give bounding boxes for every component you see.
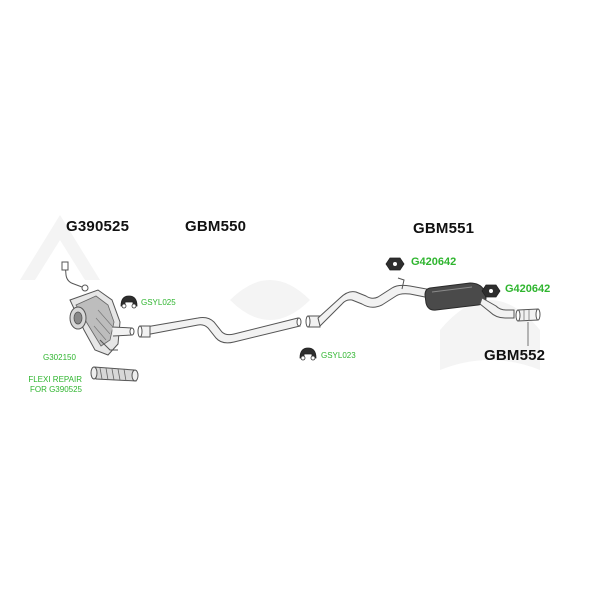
front-pipe-gbm550[interactable] [137, 317, 302, 344]
flexi-repair-line1: FLEXI REPAIR [28, 375, 82, 384]
part-label-gsyl023: GSYL023 [321, 351, 356, 360]
catalyst-assembly-g390525[interactable] [61, 261, 135, 356]
flexi-repair-line2: FOR G390525 [29, 385, 82, 394]
hex-rubber-icon[interactable] [385, 257, 405, 271]
part-label-g390525: G390525 [66, 218, 130, 235]
rubber-mount-icon[interactable] [120, 295, 138, 309]
part-label-g302150: G302150 [43, 353, 76, 362]
centre-silencer-gbm551[interactable] [305, 277, 515, 328]
watermark [20, 215, 540, 370]
hex-rubber-icon[interactable] [481, 284, 501, 298]
part-label-g420642-right: G420642 [505, 283, 551, 295]
part-label-g420642-left: G420642 [411, 256, 457, 268]
flexi-pipe-icon[interactable] [90, 366, 139, 382]
rubber-mount-icon[interactable] [299, 347, 317, 361]
tail-pipe-gbm552[interactable] [515, 308, 541, 322]
part-label-gbm552: GBM552 [484, 347, 546, 364]
flexi-repair-note: FLEXI REPAIR FOR G390525 [27, 375, 82, 395]
part-label-gbm551: GBM551 [413, 220, 475, 237]
part-label-gbm550: GBM550 [185, 218, 247, 235]
part-label-gsyl025: GSYL025 [141, 298, 176, 307]
